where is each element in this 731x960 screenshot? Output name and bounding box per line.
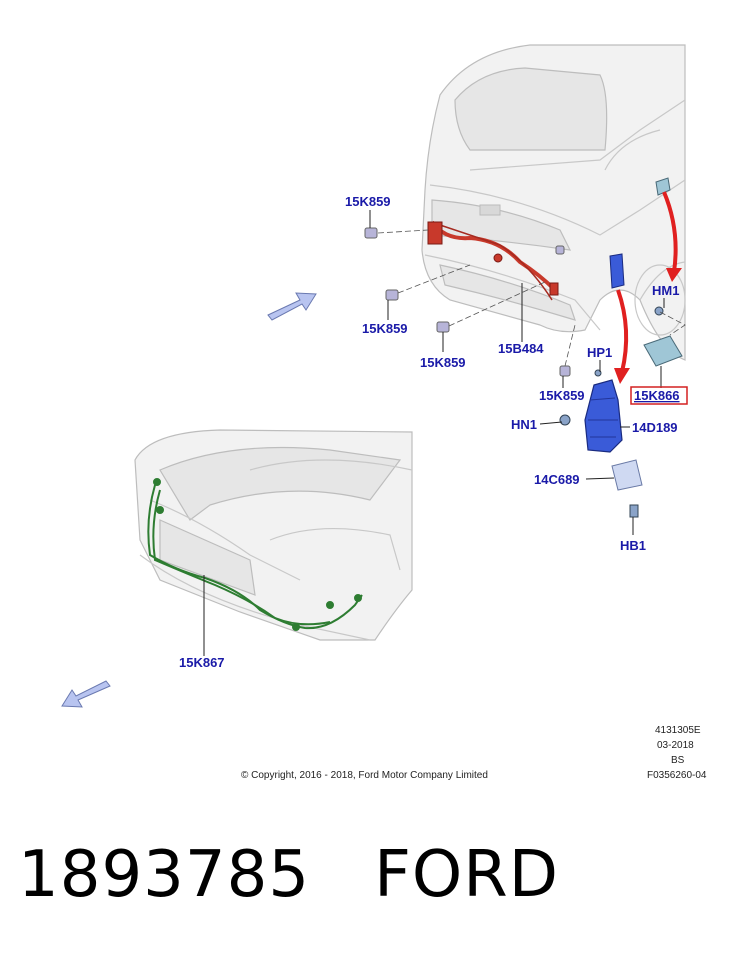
callout-hp1: HP1 [587,345,612,360]
front-vehicle-illustration [134,429,413,641]
meta-code: 4131305E [655,725,701,736]
front-bumper-harness [147,478,363,631]
callout-hn1: HN1 [511,417,537,432]
meta-date: 03-2018 [657,740,694,751]
dashed-connector-lines [377,229,686,367]
callout-15k859-b: 15K859 [362,321,408,336]
direction-arrow-rear [267,292,317,321]
rear-vehicle-illustration [421,44,686,361]
callout-15k859-d: 15K859 [539,388,585,403]
module-14c689 [611,459,643,491]
callout-15b484: 15B484 [498,341,544,356]
meta-figure: F0356260-04 [647,770,707,781]
leader-lines [203,210,665,656]
part-number-title: 1893785 FORD [18,838,559,912]
figure-metadata: 4131305E 03-2018 BS F0356260-04 © Copyri… [241,725,707,781]
callout-15k867: 15K867 [179,655,225,670]
meta-region: BS [671,755,685,766]
direction-arrow-front [61,680,111,708]
callout-14c689: 14C689 [534,472,580,487]
fastener-parts [559,306,664,518]
bracket-module-14d189 [584,253,625,453]
module-15k866 [643,177,683,367]
callout-labels: 15K859 15K859 15K859 15B484 15K859 HM1 1… [179,194,688,670]
rear-bumper-harness [427,220,559,301]
callout-15k859-a: 15K859 [345,194,391,209]
highlight-box-15k866 [630,386,688,405]
parking-sensor-parts [364,227,571,377]
callout-15k859-c: 15K859 [420,355,466,370]
callout-15k866: 15K866 [634,388,680,403]
red-arrow-indicators [614,191,682,384]
callout-hm1: HM1 [652,283,679,298]
callout-14d189: 14D189 [632,420,678,435]
callout-hb1: HB1 [620,538,646,553]
copyright-text: © Copyright, 2016 - 2018, Ford Motor Com… [241,770,488,781]
